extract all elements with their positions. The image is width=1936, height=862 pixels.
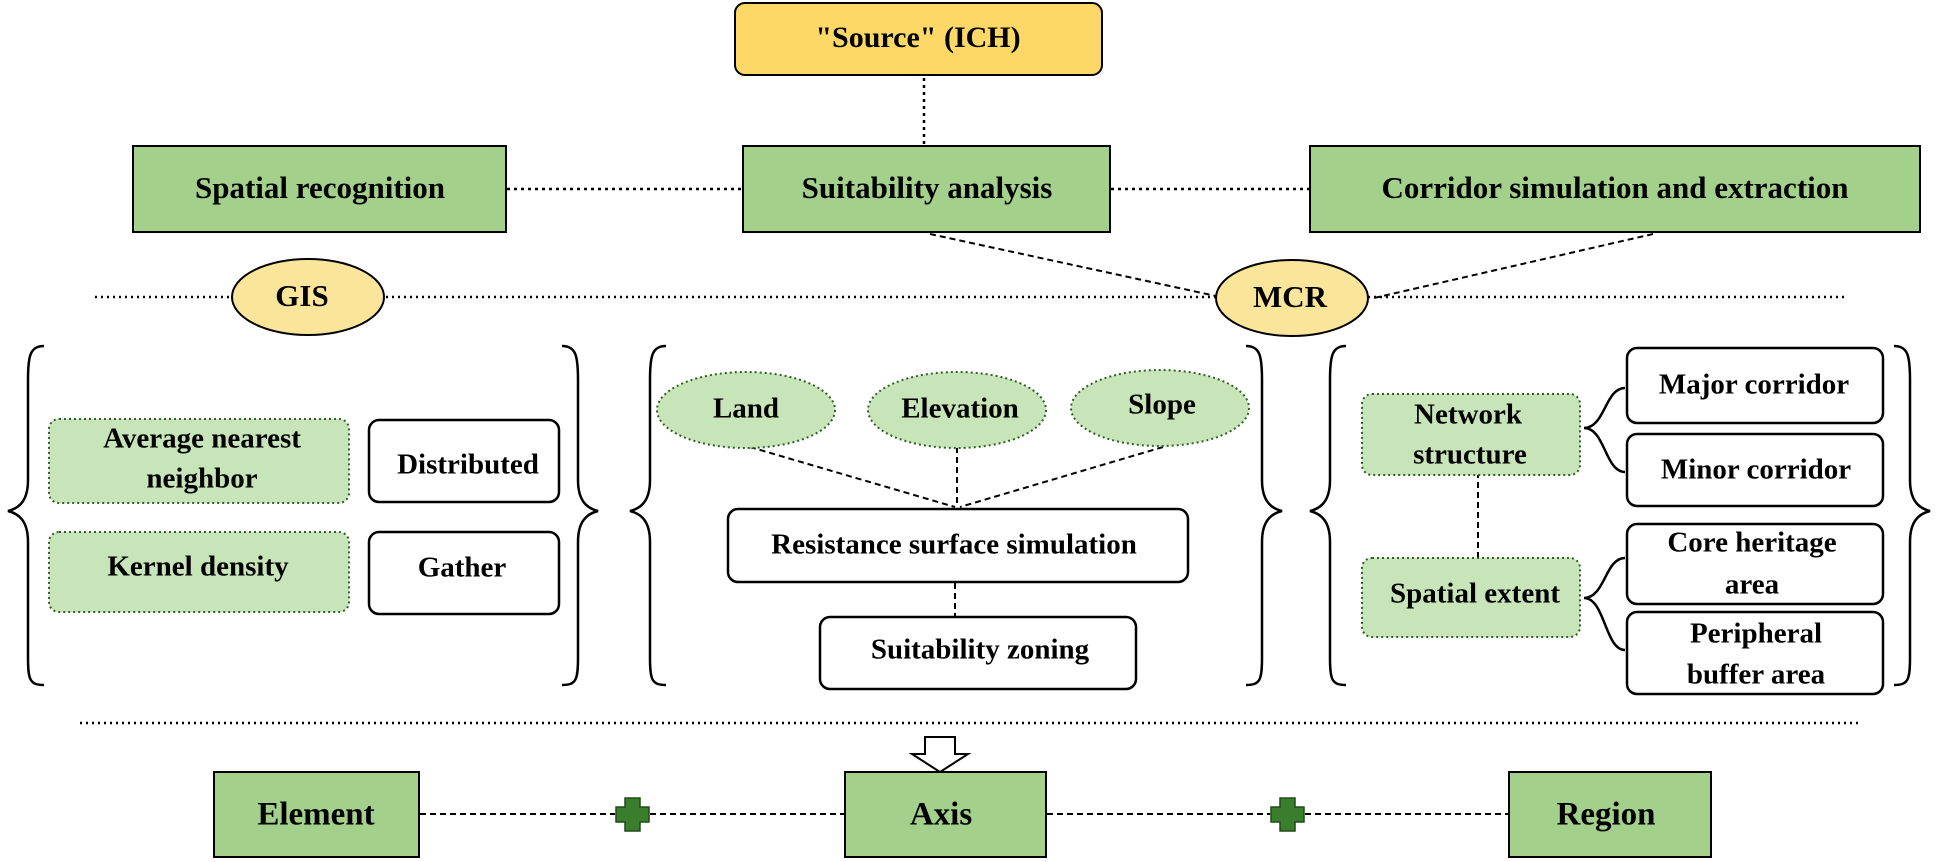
peripheral-buffer-line2: buffer area [1687, 659, 1826, 691]
brace-right-open [1309, 344, 1347, 687]
axis-label: Axis [910, 797, 973, 833]
connectors [80, 78, 1862, 815]
core-heritage-box [1625, 522, 1885, 606]
minor-corridor-label: Minor corridor [1661, 454, 1851, 486]
stage-suitability-analysis: Suitability analysis [742, 145, 1111, 233]
resistance-label: Resistance surface simulation [771, 529, 1137, 561]
kernel-density-label: Kernel density [107, 551, 289, 583]
minor-corridor-box [1625, 432, 1885, 508]
connector-slope-resistance [959, 446, 1164, 508]
major-corridor-label: Major corridor [1659, 369, 1849, 401]
peripheral-buffer-box [1625, 610, 1885, 696]
bracket-network [1583, 386, 1626, 474]
element-label: Element [257, 797, 374, 833]
brace-left-close [561, 344, 599, 687]
gis-label: GIS [275, 278, 328, 313]
factor-land-label: Land [713, 393, 779, 425]
corridor-simulation-label: Corridor simulation and extraction [1382, 170, 1849, 205]
core-heritage-line1: Core heritage [1667, 527, 1836, 559]
middle-panel: Land Elevation Slope Resistance surface … [656, 369, 1250, 691]
suitability-analysis-box [742, 145, 1111, 233]
avg-nearest-neighbor-box [48, 418, 350, 504]
major-corridor-box [1625, 346, 1885, 425]
brace-middle-close [1245, 344, 1283, 687]
distributed-label: Distributed [397, 449, 539, 481]
mcr-label: MCR [1253, 279, 1328, 314]
zoning-box [818, 615, 1138, 691]
plus-icon-left [615, 797, 650, 832]
factor-land-ellipse [656, 371, 836, 449]
resistance-box [726, 507, 1190, 584]
source-box [734, 2, 1103, 76]
zoning-label: Suitability zoning [871, 634, 1090, 666]
connector-corridor-mcr [1373, 233, 1654, 299]
spatial-recognition-label: Spatial recognition [195, 170, 445, 205]
factor-slope-label: Slope [1128, 389, 1196, 421]
panel-braces [7, 344, 1931, 687]
corridor-simulation-box [1309, 145, 1921, 233]
region-box [1508, 771, 1712, 858]
tool-mcr: MCR [1215, 259, 1369, 337]
peripheral-buffer-line1: Peripheral [1690, 618, 1822, 650]
avg-nearest-neighbor-line2: neighbor [146, 463, 257, 495]
mcr-ellipse [1215, 259, 1369, 337]
factor-elevation-ellipse [867, 371, 1047, 449]
tool-gis: GIS [231, 258, 385, 336]
spatial-recognition-box [132, 145, 507, 233]
core-heritage-line2: area [1725, 569, 1780, 601]
right-panel-brackets [1583, 386, 1626, 652]
source-node: "Source" (ICH) [734, 2, 1103, 76]
element-box [213, 771, 420, 858]
axis-box [844, 771, 1047, 858]
connector-suitability-mcr [929, 233, 1217, 297]
spatial-extent-label: Spatial extent [1390, 578, 1560, 610]
network-structure-line1: Network [1414, 399, 1523, 431]
network-structure-line2: structure [1413, 439, 1527, 471]
gather-label: Gather [418, 552, 507, 584]
region-label: Region [1557, 797, 1656, 833]
gis-ellipse [231, 258, 385, 336]
brace-right-close [1893, 344, 1931, 687]
outcome-element: Element [213, 771, 420, 858]
spatial-extent-box [1361, 557, 1581, 638]
brace-left-open [7, 344, 45, 687]
factor-slope-ellipse [1070, 369, 1250, 447]
avg-nearest-neighbor-line1: Average nearest [103, 423, 301, 455]
outcome-region: Region [1508, 771, 1712, 858]
brace-middle-open [629, 344, 667, 687]
factor-elevation-label: Elevation [901, 393, 1019, 425]
right-panel: Network structure Spatial extent Major c… [1361, 346, 1885, 696]
bracket-extent [1583, 556, 1626, 652]
gather-box [367, 530, 561, 616]
suitability-analysis-label: Suitability analysis [802, 170, 1053, 205]
network-structure-box [1361, 393, 1581, 476]
down-arrow-icon [908, 736, 972, 774]
distributed-box [367, 418, 561, 504]
kernel-density-box [48, 531, 350, 613]
left-panel: Average nearest neighbor Kernel density … [48, 418, 561, 616]
connector-land-resistance [749, 446, 956, 508]
outcome-axis: Axis [844, 771, 1047, 858]
plus-icon-right [1270, 797, 1305, 832]
stage-spatial-recognition: Spatial recognition [132, 145, 507, 233]
source-label: "Source" (ICH) [815, 21, 1020, 54]
stage-corridor-simulation: Corridor simulation and extraction [1309, 145, 1921, 233]
